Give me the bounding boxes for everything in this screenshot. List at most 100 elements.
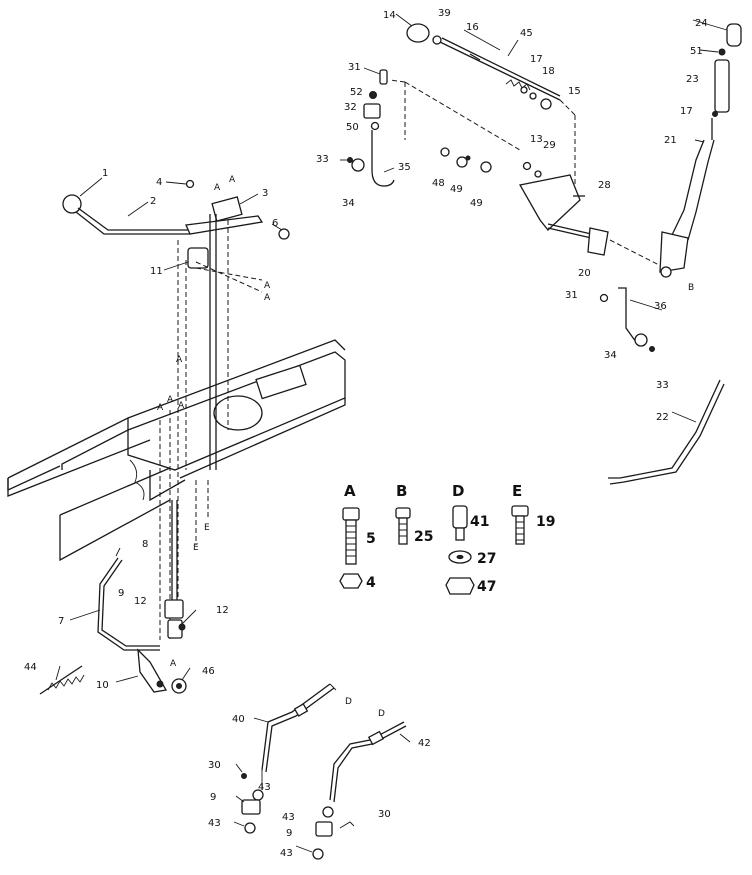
callout-39: 39 (438, 8, 451, 19)
flange-bolt-icon-e (511, 505, 529, 517)
callout-45: 45 (520, 28, 533, 39)
callout-16: 16 (466, 22, 479, 33)
callout-43-b: 43 (208, 818, 221, 829)
callout-43-d: 43 (280, 848, 293, 859)
callout-40: 40 (232, 714, 245, 725)
nut-icon-a (339, 573, 363, 589)
reference-letters: A A A A A A A A A B D D E E (157, 175, 694, 719)
ref-letter-a-8: A (178, 401, 185, 411)
rod-22 (608, 379, 725, 485)
callout-30-right: 30 (378, 809, 391, 820)
upper-rod-assembly (347, 23, 666, 352)
callout-8: 8 (142, 539, 148, 550)
callout-9-middle: 9 (210, 792, 216, 803)
shift-lever-assembly (62, 179, 290, 640)
legend-part-47: 47 (477, 579, 496, 595)
legend-part-5: 5 (366, 531, 376, 547)
callout-12-right: 12 (216, 605, 229, 616)
callout-13: 13 (530, 134, 543, 145)
callout-18: 18 (542, 66, 555, 77)
ref-letter-d-2: D (378, 709, 385, 719)
callout-30-left: 30 (208, 760, 221, 771)
legend-part-41: 41 (470, 514, 489, 530)
callout-49-a: 49 (450, 184, 463, 195)
callout-33-lower: 33 (656, 380, 669, 391)
callout-12-left: 12 (134, 596, 147, 607)
ref-letter-a-6: A (157, 403, 164, 413)
callout-33-upper: 33 (316, 154, 329, 165)
callout-49-b: 49 (470, 198, 483, 209)
ref-letter-b-1: B (688, 283, 694, 293)
lower-link-rods (241, 683, 407, 860)
callout-10: 10 (96, 680, 109, 691)
callout-24: 24 (695, 18, 708, 29)
legend-letter-e: E (512, 482, 522, 500)
callout-7: 7 (58, 616, 64, 627)
ref-letter-a-3: A (264, 281, 271, 291)
callout-2: 2 (150, 196, 156, 207)
callout-23: 23 (686, 74, 699, 85)
callout-43-a: 43 (258, 782, 271, 793)
callout-11: 11 (150, 266, 163, 277)
callout-29: 29 (543, 140, 556, 151)
callout-51: 51 (690, 46, 703, 57)
callout-17-right: 17 (680, 106, 693, 117)
callout-1: 1 (102, 168, 108, 179)
callout-36: 36 (654, 301, 667, 312)
legend-letter-b: B (396, 482, 407, 500)
ref-letter-a-1: A (214, 183, 221, 193)
callout-44: 44 (24, 662, 37, 673)
ref-letter-a-4: A (264, 293, 271, 303)
callout-42: 42 (418, 738, 431, 749)
callout-31-lower: 31 (565, 290, 578, 301)
callout-14: 14 (383, 10, 396, 21)
callout-50: 50 (346, 122, 359, 133)
bolt-icon-a (342, 507, 360, 521)
ref-letter-a-2: A (229, 175, 236, 185)
callout-21: 21 (664, 135, 677, 146)
callout-20: 20 (578, 268, 591, 279)
bolt-icon-b (395, 507, 411, 519)
callout-9-left: 9 (118, 588, 124, 599)
callout-35: 35 (398, 162, 411, 173)
callout-17-upper: 17 (530, 54, 543, 65)
ref-letter-a-7: A (167, 395, 174, 405)
leader-lines (55, 13, 728, 853)
legend-letter-d: D (452, 482, 464, 500)
callout-46: 46 (202, 666, 215, 677)
legend-part-4: 4 (366, 575, 376, 591)
callout-52: 52 (350, 87, 363, 98)
callout-34-upper: 34 (342, 198, 355, 209)
callout-4: 4 (156, 177, 162, 188)
right-lever-assembly (659, 23, 742, 278)
legend-letter-a: A (344, 482, 356, 500)
callout-15: 15 (568, 86, 581, 97)
flange-bolt-shank-e (515, 515, 525, 545)
legend-part-27: 27 (477, 551, 496, 567)
ref-letter-e-2: E (193, 543, 199, 553)
hardware-legend: A B D E 5 4 25 41 27 47 19 (339, 482, 555, 595)
callout-22: 22 (656, 412, 669, 423)
shoulder-bolt-icon-d (452, 505, 468, 529)
frame (7, 339, 346, 562)
callout-43-c: 43 (282, 812, 295, 823)
ref-letter-a-9: A (170, 659, 177, 669)
callout-34-lower: 34 (604, 350, 617, 361)
bolt-shank-b (398, 517, 408, 545)
callout-31-upper: 31 (348, 62, 361, 73)
ref-letter-e-1: E (204, 523, 210, 533)
ref-letter-a-5: A (176, 355, 183, 365)
callout-9-lower: 9 (286, 828, 292, 839)
callout-6: 6 (272, 218, 278, 229)
nut-icon-d (445, 577, 475, 595)
callout-32: 32 (344, 102, 357, 113)
lower-linkage (39, 557, 187, 695)
callout-3: 3 (262, 188, 268, 199)
legend-part-19: 19 (536, 514, 555, 530)
callout-labels: 1 2 3 4 6 11 14 39 16 45 17 18 15 31 52 … (24, 8, 708, 859)
callout-48: 48 (432, 178, 445, 189)
legend-part-25: 25 (414, 529, 433, 545)
callout-28: 28 (598, 180, 611, 191)
bolt-shank-a (345, 519, 357, 565)
